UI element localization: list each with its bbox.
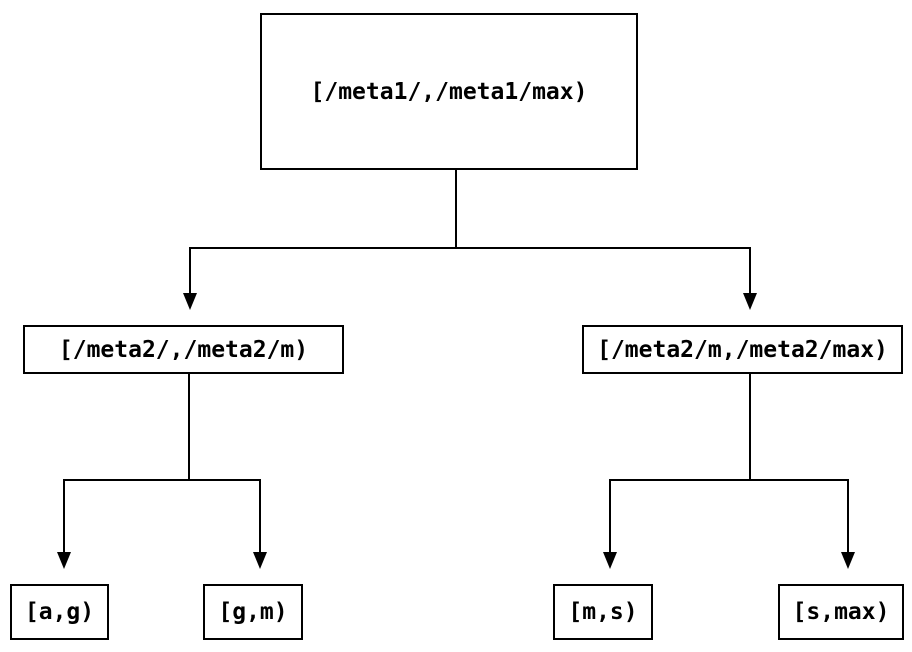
node-meta2-high: [/meta2/m,/meta2/max) — [582, 325, 903, 374]
node-meta2-low-label: [/meta2/,/meta2/m) — [58, 336, 309, 363]
connector-line-root-branch — [189, 247, 751, 294]
node-meta2-low: [/meta2/,/meta2/m) — [23, 325, 344, 374]
connector-line-right-branch — [609, 479, 849, 552]
node-leaf-m-s-label: [m,s) — [568, 599, 638, 625]
node-leaf-m-s: [m,s) — [553, 584, 653, 640]
arrow-down-icon — [183, 293, 197, 310]
node-leaf-a-g-label: [a,g) — [24, 599, 95, 625]
node-root: [/meta1/,/meta1/max) — [260, 13, 638, 170]
node-leaf-a-g: [a,g) — [10, 584, 109, 640]
node-leaf-s-max: [s,max) — [778, 584, 904, 640]
arrow-down-icon — [57, 552, 71, 569]
arrow-down-icon — [743, 293, 757, 310]
node-meta2-high-label: [/meta2/m,/meta2/max) — [597, 336, 888, 363]
node-leaf-s-max-label: [s,max) — [792, 599, 890, 625]
arrow-down-icon — [841, 552, 855, 569]
node-leaf-g-m-label: [g,m) — [218, 599, 288, 625]
node-leaf-g-m: [g,m) — [203, 584, 303, 640]
connector-line-left-branch — [63, 479, 261, 552]
arrow-down-icon — [603, 552, 617, 569]
node-root-label: [/meta1/,/meta1/max) — [310, 78, 588, 105]
arrow-down-icon — [253, 552, 267, 569]
